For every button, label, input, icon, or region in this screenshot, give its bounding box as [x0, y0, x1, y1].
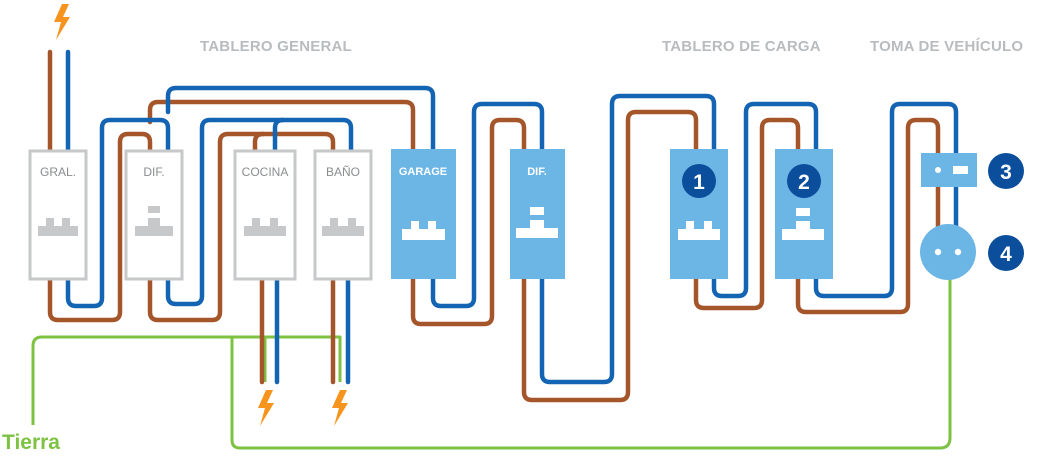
breaker-bano-label: BAÑO — [326, 165, 360, 179]
breaker-garage-box — [391, 149, 456, 279]
outlet-pin-icon — [934, 248, 942, 256]
breaker-dif-general: DIF. — [124, 149, 184, 281]
test-button-icon — [796, 208, 810, 216]
neutral-wire-c2-outlets — [813, 101, 959, 299]
switch-icon — [244, 218, 286, 236]
outlet-4: 4 — [920, 224, 1024, 280]
breaker-bano-box — [313, 149, 373, 281]
circuit-2-number: 2 — [798, 171, 810, 194]
header-toma-vehiculo: TOMA DE VEHÍCULO — [870, 38, 1023, 55]
neutral-wires — [65, 49, 959, 385]
switch-icon — [402, 221, 445, 240]
header-tablero-carga: TABLERO DE CARGA — [662, 38, 821, 55]
breaker-gral-box — [28, 149, 88, 281]
switch-icon — [38, 218, 78, 236]
ground-wire-main — [31, 335, 342, 425]
breaker-gral: GRAL. — [28, 149, 88, 281]
outlet-3: 3 — [921, 153, 1024, 189]
outlet-pin-icon — [954, 248, 962, 256]
circuit-4-number: 4 — [1000, 243, 1012, 266]
phase-wire-garage-dif — [410, 117, 527, 327]
switch-icon — [678, 221, 720, 240]
phase-wire-dif-bano — [147, 131, 336, 323]
phase-wire-gral-dif — [47, 131, 153, 323]
outlet-4-socket — [920, 224, 976, 280]
ground-label: Tierra — [2, 431, 60, 454]
phase-wire-garage-feed — [147, 99, 416, 163]
phase-wire-c1-c2 — [693, 117, 801, 311]
neutral-wire-dif-c1 — [539, 93, 717, 385]
ground-wires — [31, 268, 952, 450]
switch-icon — [782, 221, 824, 240]
neutral-wire-cocina-tap — [272, 117, 286, 163]
circuit-3-number: 3 — [1000, 161, 1012, 184]
phase-wires — [47, 49, 941, 403]
lightning-bolt-icon — [54, 4, 70, 40]
circuit-2-badge — [787, 164, 821, 198]
phase-wire-cocina-tap — [252, 131, 266, 163]
breaker-garage-label: GARAGE — [399, 166, 447, 178]
breaker-cocina-label: COCINA — [242, 165, 289, 179]
neutral-wire-dif-bano — [165, 117, 354, 307]
circuit-1-number: 1 — [693, 171, 705, 194]
switch-icon — [516, 220, 558, 238]
test-button-icon — [148, 206, 160, 213]
circuit-1-badge — [682, 164, 716, 198]
circuit-4-badge — [988, 235, 1024, 271]
phase-wire-dif-c1 — [521, 109, 699, 403]
breaker-garage: GARAGE — [391, 149, 456, 279]
breaker-dif-carga-label: DIF. — [527, 166, 547, 178]
breaker-bano: BAÑO — [313, 149, 373, 281]
ground-wire-vehicle — [230, 268, 952, 450]
neutral-wire-garage-dif — [430, 101, 545, 309]
switch-icon — [135, 218, 173, 236]
breaker-cocina: COCINA — [233, 149, 297, 281]
test-button-icon — [530, 207, 544, 215]
outlet-slot-icon — [953, 166, 968, 174]
breaker-circuit-2: 2 — [775, 149, 833, 279]
breaker-dif-general-label: DIF. — [143, 165, 164, 179]
breaker-dif-general-box — [124, 149, 184, 281]
power-icons — [54, 4, 348, 426]
breaker-circuit-1: 1 — [670, 149, 728, 279]
header-tablero-general: TABLERO GENERAL — [200, 38, 352, 55]
breaker-dif-carga: DIF. — [510, 149, 565, 279]
neutral-wire-garage-feed — [165, 85, 436, 163]
circuit-3-badge — [988, 153, 1024, 189]
neutral-wire-gral-dif — [65, 117, 171, 309]
switch-icon — [322, 218, 364, 236]
neutral-wire-c1-c2 — [711, 101, 819, 299]
outlet-pin-icon — [935, 167, 941, 173]
outlet-3-box — [921, 153, 977, 187]
breaker-cocina-box — [233, 149, 297, 281]
breaker-gral-label: GRAL. — [40, 165, 76, 179]
phase-wire-c2-outlets — [795, 117, 941, 315]
lightning-bolt-icon — [258, 390, 274, 426]
lightning-bolt-icon — [332, 390, 348, 426]
